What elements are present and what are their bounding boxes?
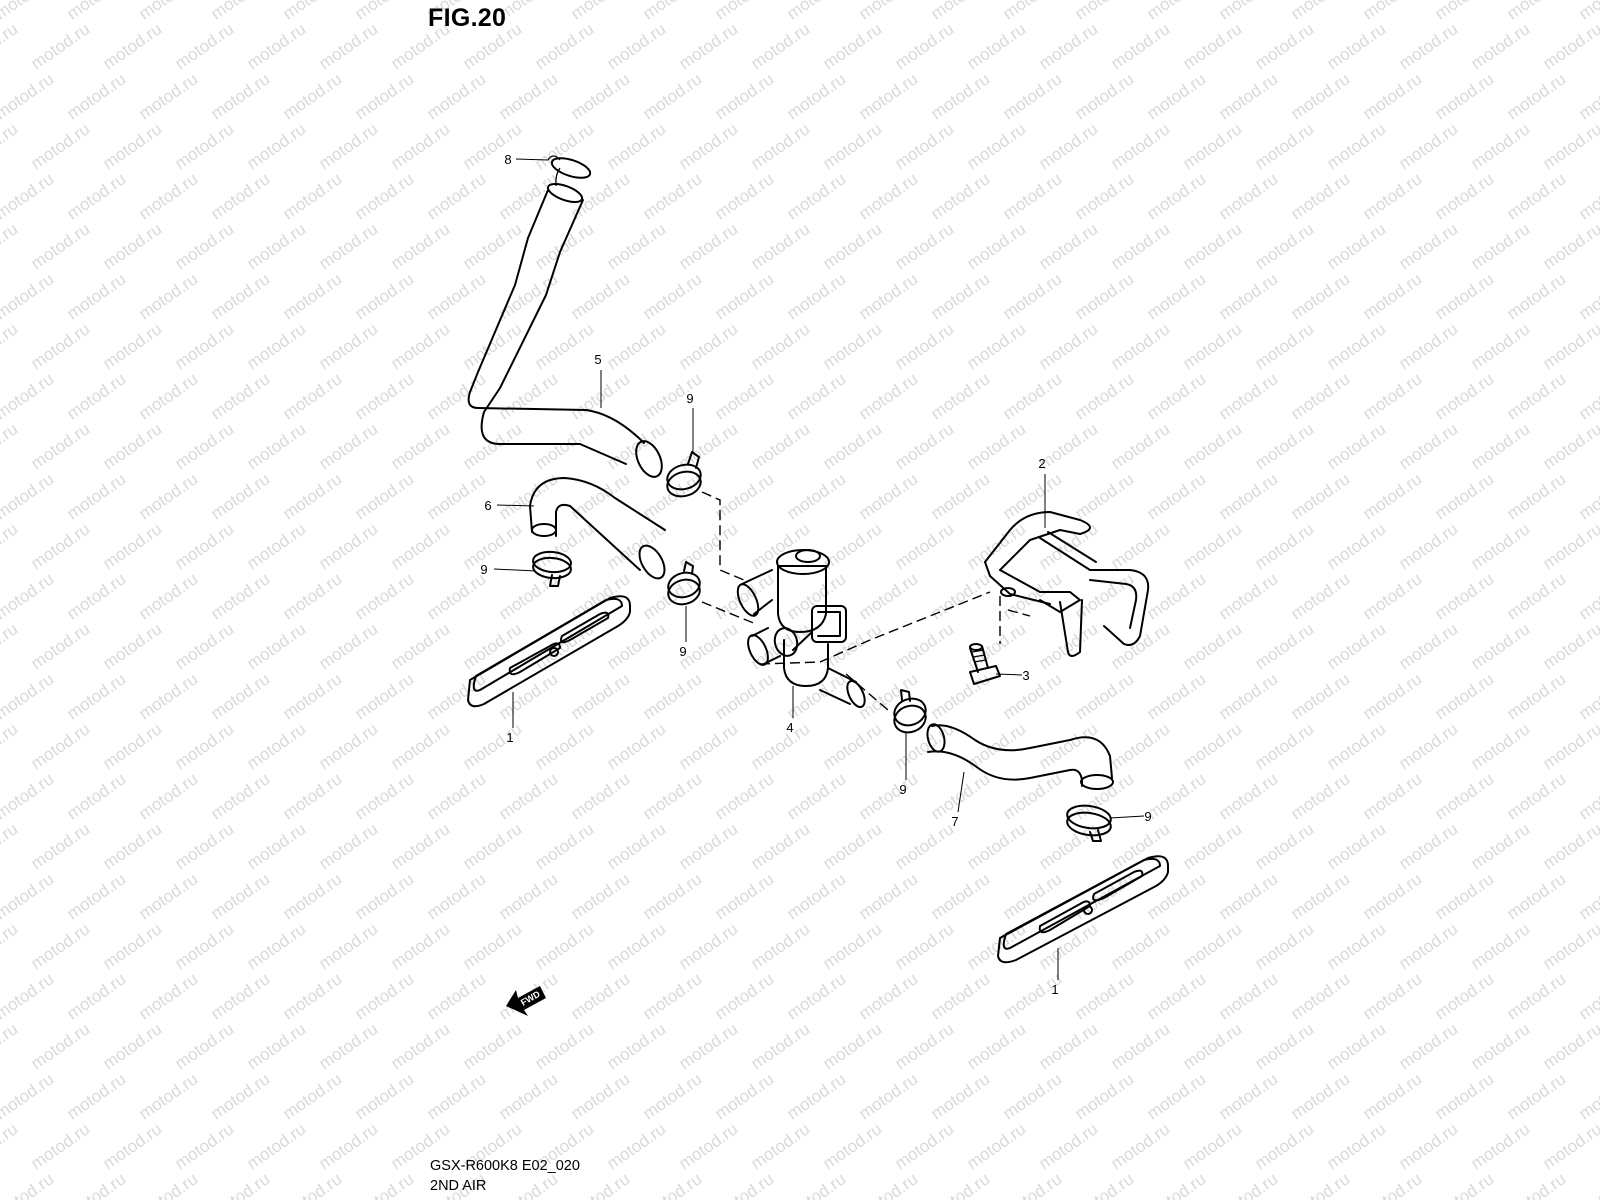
hose-clamp-part-9-left: [532, 550, 572, 587]
callout-number-9: 9: [480, 562, 487, 577]
hose-part-7: [926, 723, 1114, 790]
callout-number-9: 9: [899, 782, 906, 797]
callout-leader-line: [1109, 815, 1145, 819]
cover-plate-part-1-lower: [997, 855, 1169, 964]
callout-number-9: 9: [679, 644, 686, 659]
hose-part-6: [529, 477, 666, 580]
hose-clamp-part-9-upper: [666, 451, 702, 498]
callout-leader-line: [515, 158, 549, 161]
hose-clamp-part-9-mid: [667, 561, 701, 606]
clamp-part-8: [547, 155, 592, 179]
connection-lines: [701, 491, 1031, 711]
callout-number-7: 7: [951, 814, 958, 829]
callout-number-3: 3: [1022, 668, 1029, 683]
callout-leaders: [493, 158, 1145, 980]
callout-number-8: 8: [504, 152, 511, 167]
callout-number-9: 9: [686, 391, 693, 406]
cover-plate-part-1-upper: [467, 595, 631, 708]
callout-number-9: 9: [1144, 809, 1151, 824]
callout-leader-line: [957, 771, 965, 813]
callout-number-4: 4: [786, 720, 793, 735]
callout-number-1: 1: [506, 730, 513, 745]
hose-part-5: [467, 167, 663, 478]
watermark-text: motod.ru: [1575, 0, 1600, 23]
callout-number-1: 1: [1051, 982, 1058, 997]
bracket-part-2: [984, 511, 1150, 657]
bolt-part-3: [969, 643, 1001, 685]
callout-leader-line: [493, 568, 537, 572]
hose-clamp-part-9-right: [893, 689, 927, 734]
callout-labels: 8 5 9 6 9 9 1 4 2 3 9 7 9 1: [480, 152, 1151, 997]
callout-number-2: 2: [1038, 456, 1045, 471]
pair-valve-part-4: [736, 549, 866, 709]
callout-leader-line: [995, 673, 1023, 676]
figure-title: FIG.20: [428, 4, 507, 32]
diagram-caption: 2ND AIR: [430, 1178, 487, 1194]
callout-number-5: 5: [594, 352, 601, 367]
callout-leader-line: [496, 504, 535, 507]
model-code: GSX-R600K8 E02_020: [430, 1158, 580, 1174]
callout-number-6: 6: [484, 498, 491, 513]
hose-clamp-part-9-lower: [1066, 804, 1112, 842]
fwd-arrow-icon: FWD: [506, 986, 546, 1016]
